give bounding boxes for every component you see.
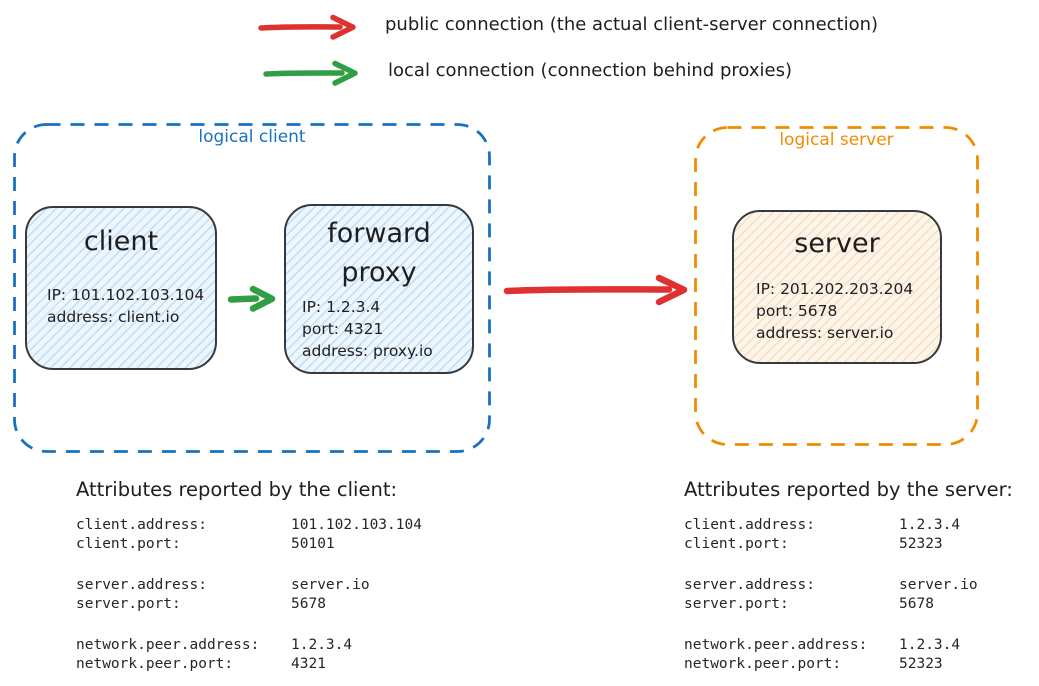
proxy-port: port: 4321 <box>302 320 384 338</box>
attribute-key: client.address: <box>76 517 207 533</box>
server-node: server IP: 201.202.203.204 port: 5678 ad… <box>732 210 942 364</box>
local-connection-legend-label: local connection (connection behind prox… <box>388 60 792 81</box>
attribute-value: 52323 <box>899 655 943 672</box>
client-address: address: client.io <box>47 308 180 326</box>
attribute-value: 1.2.3.4 <box>899 637 961 653</box>
attribute-row: client.port: 52323 <box>684 535 978 554</box>
attribute-row: server.port: 5678 <box>76 595 422 614</box>
attribute-row: server.address: server.io <box>684 576 978 595</box>
attribute-row: network.peer.port: 52323 <box>684 655 978 674</box>
local-connection-legend-arrow-icon <box>263 60 358 86</box>
attribute-value: 5678 <box>291 595 326 612</box>
proxy-ip: IP: 1.2.3.4 <box>302 298 381 316</box>
server-attributes-heading: Attributes reported by the server: <box>684 478 1013 501</box>
attribute-value: 4321 <box>291 655 326 672</box>
client-node-details: IP: 101.102.103.104 address: client.io <box>47 284 204 328</box>
attribute-key: client.port: <box>76 535 181 552</box>
attribute-value: 101.102.103.104 <box>291 517 422 533</box>
client-attributes-heading: Attributes reported by the client: <box>76 478 398 501</box>
public-connection-legend-label: public connection (the actual client-ser… <box>385 14 879 35</box>
attribute-key: server.address: <box>76 577 207 593</box>
client-attributes-list: client.address: 101.102.103.104 client.po… <box>76 516 422 686</box>
logical-client-label: logical client <box>198 127 306 147</box>
server-address: address: server.io <box>756 324 894 342</box>
logical-server-boundary <box>694 126 979 446</box>
client-connection-group: client.address: 1.2.3.4 client.port: 52323 <box>684 516 978 553</box>
attribute-value: server.io <box>291 577 370 593</box>
server-connection-group: server.address: server.io server.port: 567… <box>76 576 422 613</box>
proxy-address: address: proxy.io <box>302 342 433 360</box>
attribute-key: client.address: <box>684 517 815 533</box>
attribute-value: server.io <box>899 577 978 593</box>
forward-proxy-node: forward proxy IP: 1.2.3.4 port: 4321 add… <box>284 204 474 374</box>
attribute-row: client.port: 50101 <box>76 535 422 554</box>
logical-client-boundary <box>13 123 491 453</box>
attribute-row: server.port: 5678 <box>684 595 978 614</box>
attribute-row: client.address: 101.102.103.104 <box>76 516 422 535</box>
server-node-details: IP: 201.202.203.204 port: 5678 address: … <box>756 278 913 344</box>
attribute-key: server.port: <box>684 595 789 612</box>
client-node-title: client <box>83 226 159 257</box>
client-ip: IP: 101.102.103.104 <box>47 286 205 304</box>
attribute-key: network.peer.address: <box>76 637 260 653</box>
attribute-value: 1.2.3.4 <box>899 517 961 533</box>
forward-proxy-node-details: IP: 1.2.3.4 port: 4321 address: proxy.io <box>302 296 433 362</box>
attribute-row: network.peer.port: 4321 <box>76 655 422 674</box>
server-node-title: server <box>794 228 880 259</box>
attribute-value: 50101 <box>291 535 335 552</box>
attribute-value: 1.2.3.4 <box>291 637 353 653</box>
client-node: client IP: 101.102.103.104 address: clie… <box>25 206 217 370</box>
attribute-key: network.peer.address: <box>684 637 868 653</box>
forward-proxy-node-title: forward proxy <box>327 218 431 288</box>
attribute-key: network.peer.port: <box>684 655 842 672</box>
client-connection-group: client.address: 101.102.103.104 client.po… <box>76 516 422 553</box>
attribute-row: client.address: 1.2.3.4 <box>684 516 978 535</box>
server-attributes-list: client.address: 1.2.3.4 client.port: 52323… <box>684 516 978 686</box>
attribute-key: server.port: <box>76 595 181 612</box>
attribute-row: server.address: server.io <box>76 576 422 595</box>
attribute-value: 5678 <box>899 595 934 612</box>
network-peer-group: network.peer.address: 1.2.3.4 network.pee… <box>684 636 978 673</box>
server-port: port: 5678 <box>756 302 838 320</box>
public-connection-legend-arrow-icon <box>258 14 356 40</box>
local-connection-arrow-icon <box>227 285 276 312</box>
attribute-value: 52323 <box>899 535 943 552</box>
attribute-key: network.peer.port: <box>76 655 234 672</box>
network-peer-group: network.peer.address: 1.2.3.4 network.pee… <box>76 636 422 673</box>
public-connection-arrow-icon <box>503 274 688 306</box>
attribute-key: client.port: <box>684 535 789 552</box>
logical-server-label: logical server <box>779 130 894 150</box>
server-connection-group: server.address: server.io server.port: 567… <box>684 576 978 613</box>
server-ip: IP: 201.202.203.204 <box>756 280 914 298</box>
attribute-key: server.address: <box>684 577 815 593</box>
attribute-row: network.peer.address: 1.2.3.4 <box>684 636 978 655</box>
attribute-row: network.peer.address: 1.2.3.4 <box>76 636 422 655</box>
